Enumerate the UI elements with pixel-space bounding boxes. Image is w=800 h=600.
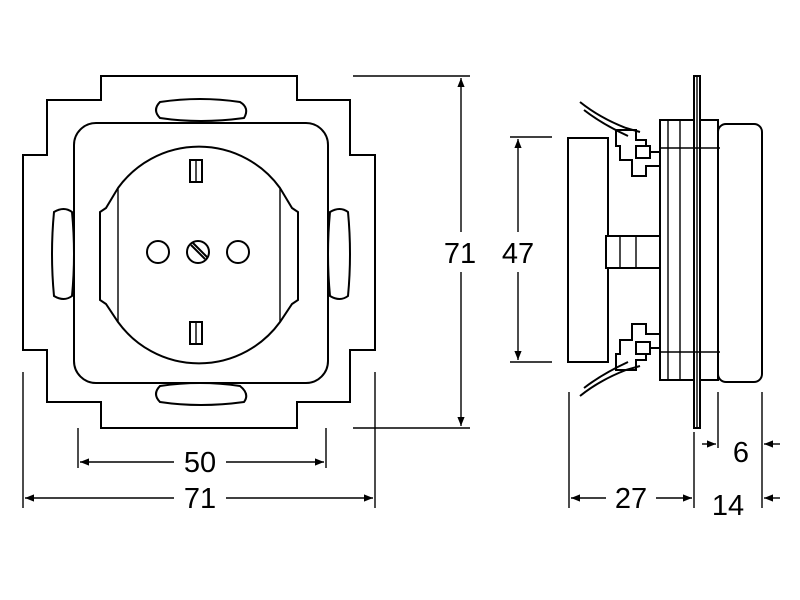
side-view — [567, 75, 763, 508]
dimension-front-width: 71 — [25, 483, 373, 515]
spring-clip-top — [579, 101, 641, 137]
mounting-plate-outline — [22, 75, 376, 429]
dim-label-71-height: 71 — [444, 238, 476, 270]
dim-label-27: 27 — [615, 483, 647, 515]
dim-label-14: 14 — [712, 490, 744, 522]
dimension-mounting-height: 47 — [502, 136, 552, 363]
pin-hole-right — [226, 240, 250, 264]
pin-hole-left — [146, 240, 170, 264]
dim-label-6: 6 — [733, 437, 749, 469]
center-pin — [605, 235, 661, 269]
socket-body — [567, 137, 609, 363]
dim-label-47: 47 — [502, 238, 534, 270]
dimension-cover-thickness: 6 — [702, 437, 780, 469]
slot-bottom — [155, 382, 248, 406]
frame-body — [659, 119, 695, 381]
slot-right — [327, 208, 351, 300]
spring-clip-bottom — [579, 361, 641, 397]
dimension-front-height: 71 — [444, 78, 476, 426]
front-cover — [717, 123, 763, 383]
dimension-depth-body: 27 — [571, 483, 692, 515]
dimension-socket-spacing: 50 — [80, 447, 324, 479]
dim-label-71-width: 71 — [184, 483, 216, 515]
dim-label-50: 50 — [184, 447, 216, 479]
slot-top — [155, 98, 248, 122]
slot-left — [51, 208, 75, 300]
front-view — [22, 75, 470, 508]
center-screw-icon — [186, 240, 210, 264]
dimension-depth-total: 14 — [712, 490, 780, 522]
